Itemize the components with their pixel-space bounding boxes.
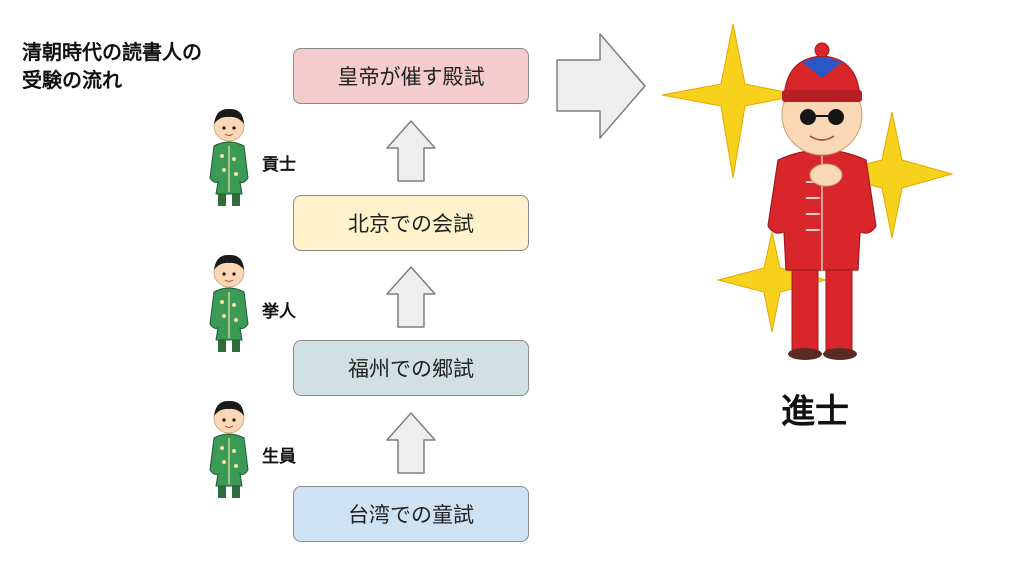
- up-arrow-icon: [386, 266, 436, 328]
- stage-label: 福州での郷試: [348, 357, 474, 381]
- diagram-title: 清朝時代の読書人の 受験の流れ: [22, 40, 202, 92]
- sparkle-icon: [661, 23, 801, 179]
- stage-label: 皇帝が催す殿試: [337, 65, 485, 89]
- jinshi-scholar-icon: [767, 42, 877, 360]
- up-arrow-icon: [386, 412, 436, 474]
- stage-label: 北京での会試: [348, 212, 474, 236]
- rank-label-shengyuan: 生員: [262, 447, 296, 467]
- stage-palace-exam: 皇帝が催す殿試: [293, 48, 529, 104]
- right-arrow-icon: [556, 33, 646, 139]
- rank-label-gongshi: 貢士: [262, 155, 296, 175]
- final-rank-label: 進士: [781, 392, 849, 432]
- rank-label-juren: 挙人: [262, 302, 296, 322]
- stage-county-exam: 台湾での童試: [293, 486, 529, 542]
- up-arrow-icon: [386, 120, 436, 182]
- stage-provincial-exam: 福州での郷試: [293, 340, 529, 396]
- stage-label: 台湾での童試: [348, 503, 474, 527]
- stage-metropolitan-exam: 北京での会試: [293, 195, 529, 251]
